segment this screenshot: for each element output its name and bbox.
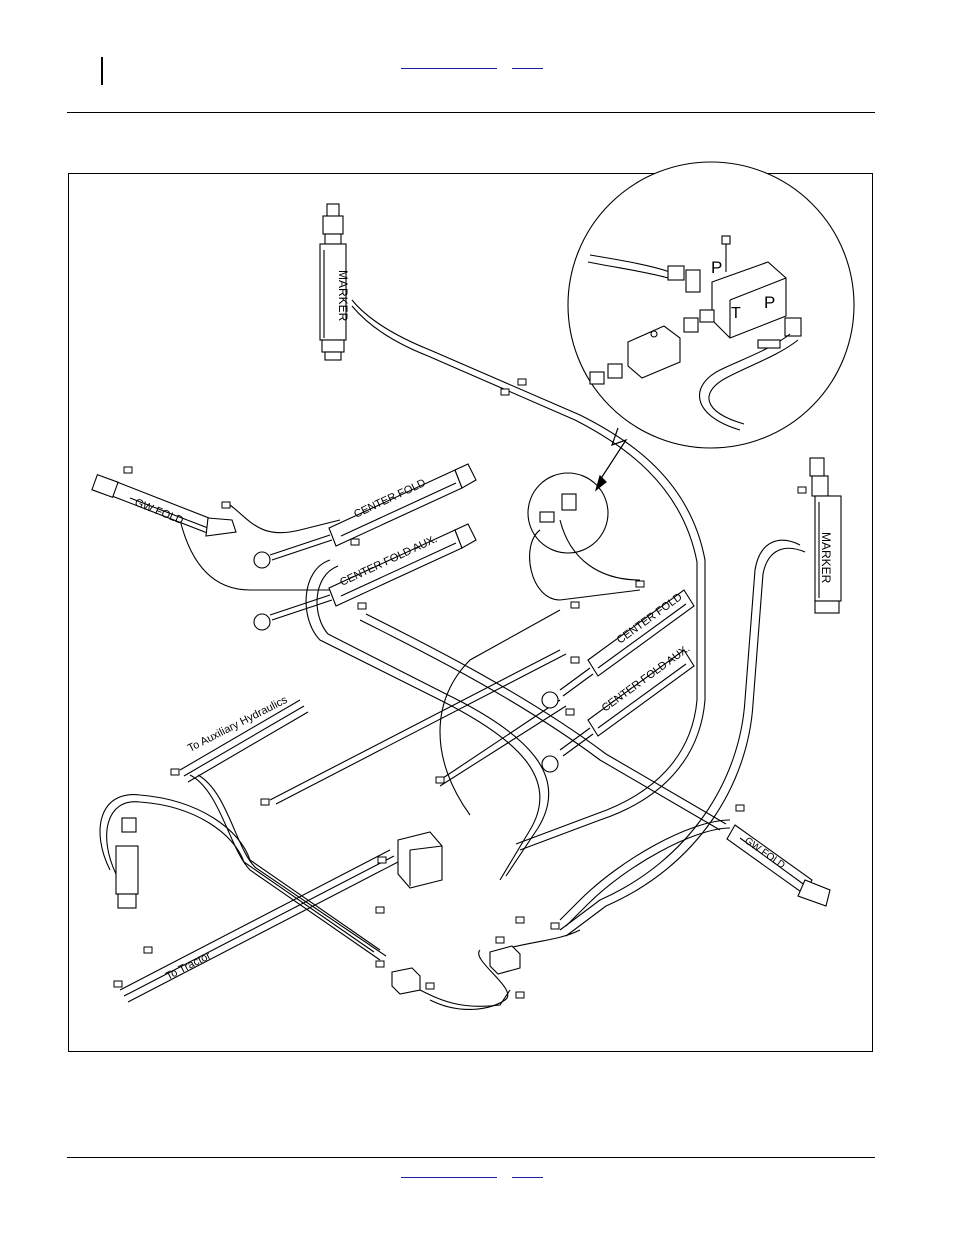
port-label-p-right: P [764, 293, 775, 312]
detail-arrow [596, 428, 626, 490]
marker-label-top: MARKER [336, 270, 350, 322]
valve-block-lower-right [490, 946, 520, 974]
footer-link-underline-1[interactable] [401, 1177, 497, 1178]
detail-magnified [568, 162, 854, 448]
to-aux-hydraulics-label: To Auxiliary Hydraulics [186, 694, 290, 755]
left-lift-cylinder [116, 818, 138, 908]
footer-link-underline-2[interactable] [512, 1177, 543, 1178]
gw-fold-cylinder-left [92, 475, 236, 536]
marker-label-right: MARKER [819, 532, 833, 584]
valve-block-bottom [392, 968, 420, 994]
footer-rule [67, 1157, 875, 1158]
center-fold-aux-cylinder-lower [542, 650, 694, 772]
port-label-p-top: P [711, 258, 722, 277]
valve-block-center [398, 832, 442, 888]
port-label-t: T [731, 305, 741, 322]
